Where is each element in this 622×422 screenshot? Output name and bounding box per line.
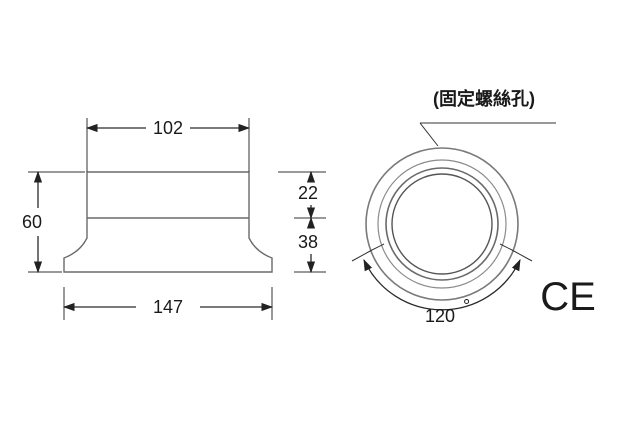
top-view xyxy=(365,147,519,301)
degree-symbol: ° xyxy=(463,296,470,316)
dimension-top-width: 102 xyxy=(85,118,251,138)
mounting-hole-right xyxy=(499,243,513,251)
dimension-right-heights: 22 38 xyxy=(278,170,326,274)
dimension-total-height: 60 xyxy=(22,170,85,274)
dimension-top-width-label: 102 xyxy=(153,118,183,138)
outer-ring xyxy=(365,147,519,301)
dimension-base-width: 147 xyxy=(62,287,274,320)
side-view xyxy=(63,118,273,273)
mounting-holes-note: (固定螺絲孔) xyxy=(433,88,535,109)
mounting-holes-leader: (固定螺絲孔) xyxy=(419,88,556,147)
mounting-hole-circle xyxy=(377,159,507,289)
dimension-lower-height-label: 38 xyxy=(298,232,318,252)
dimension-total-height-label: 60 xyxy=(22,212,42,232)
inner-ring-outer xyxy=(385,167,499,281)
inner-ring-inner xyxy=(391,173,493,275)
side-view-outline xyxy=(63,171,273,273)
angle-label: 120 xyxy=(425,306,455,326)
angle-dimension: 120 ° xyxy=(351,249,533,326)
mounting-hole-left xyxy=(371,243,385,251)
dimension-base-width-label: 147 xyxy=(153,297,183,317)
ce-mark: CE xyxy=(540,275,596,319)
dimension-upper-height-label: 22 xyxy=(298,183,318,203)
